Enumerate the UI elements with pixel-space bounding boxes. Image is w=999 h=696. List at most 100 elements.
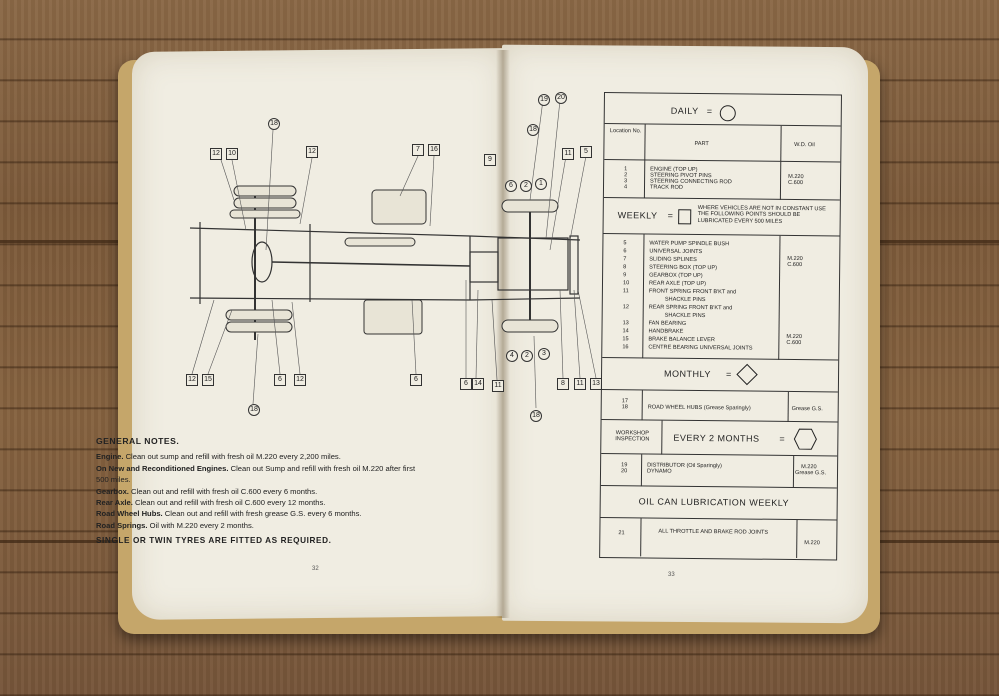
location-number: 11 [622, 288, 629, 295]
callout-label: 9 [484, 154, 496, 166]
location-number: 10 [622, 280, 630, 287]
two-months-section: 19 20 DISTRIBUTOR (Oil Sparingly) DYNAMO… [600, 452, 838, 489]
note-label: Engine. [96, 452, 124, 462]
oil-grade: C.600 [788, 179, 804, 187]
callout-label: 18 [248, 404, 260, 416]
part-name: DYNAMO [646, 468, 672, 475]
note-label: On New and Reconditioned Engines. [96, 463, 229, 473]
part-name: REAR AXLE (TOP UP) [648, 280, 707, 288]
tyres-note: SINGLE OR TWIN TYRES ARE FITTED AS REQUI… [96, 536, 332, 546]
callout-label: 7 [412, 144, 424, 156]
diamond-icon [736, 363, 758, 386]
callout-label: 6 [460, 378, 472, 390]
part-name: HANDBRAKE [648, 328, 684, 335]
part-name: WATER PUMP SPINDLE BUSH [649, 240, 730, 248]
note-label: Rear Axle. [96, 498, 133, 508]
book-gutter [496, 50, 510, 618]
location-number: 5 [623, 240, 627, 247]
part-name: CENTRE BEARING UNIVERSAL JOINTS [648, 344, 753, 352]
callout-label: 16 [428, 144, 440, 156]
wd-oil-header: W.D. Oil [794, 141, 815, 149]
page-number-right: 33 [668, 572, 675, 578]
location-number: 15 [622, 336, 629, 343]
part-name: ALL THROTTLE AND BRAKE ROD JOINTS [658, 528, 769, 536]
callout-label: 18 [530, 410, 542, 422]
callout-label: 14 [472, 378, 484, 390]
callout-label: 2 [520, 180, 532, 192]
monthly-label: MONTHLY [664, 368, 711, 380]
part-name: STEERING BOX (TOP UP) [649, 264, 718, 272]
callout-label: 2 [521, 350, 533, 362]
note-text: Clean out and refill with fresh grease G… [164, 509, 362, 519]
oil-can-section: 21 ALL THROTTLE AND BRAKE ROD JOINTS M.2… [600, 516, 837, 559]
circle-icon [719, 105, 736, 122]
workshop-label: WORKSHOP INSPECTION [615, 430, 650, 443]
open-manual [118, 44, 880, 634]
part-name: GEARBOX (TOP UP) [649, 272, 703, 280]
location-number: 9 [623, 272, 627, 279]
callout-label: 10 [226, 148, 238, 160]
general-notes: GENERAL NOTES. Engine. Clean out sump an… [96, 436, 416, 547]
part-name: FAN BEARING [648, 320, 687, 327]
location-number: 4 [623, 184, 628, 191]
equals-sign: = [725, 369, 732, 380]
hexagon-icon [793, 428, 817, 450]
location-number: 16 [622, 344, 629, 351]
oil-grade: C.600 [786, 339, 802, 347]
callout-label: 6 [274, 374, 286, 386]
callout-label: 19 [538, 94, 550, 106]
part-name: SHACKLE PINS [664, 312, 706, 320]
weekly-header: WEEKLY = WHERE VEHICLES ARE NOT IN CONST… [603, 197, 840, 237]
equals-sign: = [779, 433, 786, 444]
oil-grade: M.220 [804, 540, 820, 547]
callout-label: 1 [535, 178, 547, 190]
chart-header-row: Location No. PART W.D. Oil [604, 123, 841, 163]
callout-label: 6 [505, 180, 517, 192]
monthly-section: 17 18 ROAD WHEEL HUBS (Grease Sparingly)… [601, 388, 838, 423]
daily-label: DAILY [670, 105, 699, 116]
location-number: 21 [618, 530, 625, 537]
location-number: 12 [622, 304, 630, 311]
part-header: PART [694, 140, 709, 148]
page-number-left: 32 [312, 566, 319, 572]
callout-label: 8 [557, 378, 569, 390]
part-name: TRACK ROD [649, 184, 683, 191]
part-name: ROAD WHEEL HUBS (Grease Sparingly) [647, 404, 751, 412]
weekly-label: WEEKLY [617, 210, 658, 221]
callout-label: 18 [268, 118, 280, 130]
notes-title: GENERAL NOTES. [96, 436, 180, 446]
part-name: SHACKLE PINS [664, 296, 706, 304]
callout-label: 5 [580, 146, 592, 158]
callout-label: 12 [210, 148, 222, 160]
callout-label: 20 [555, 92, 567, 104]
callout-label: 11 [574, 378, 586, 390]
equals-sign: = [667, 210, 674, 221]
oil-grade: Grease G.S. [794, 470, 827, 477]
lubrication-chart: DAILY = Location No. PART W.D. Oil 1 2 3… [599, 92, 842, 561]
note-label: Road Springs. [96, 520, 148, 530]
oil-can-label: OIL CAN LUBRICATION WEEKLY [638, 496, 790, 508]
location-number: 18 [621, 404, 628, 411]
callout-label: 12 [294, 374, 306, 386]
callout-label: 4 [506, 350, 518, 362]
oil-grade: C.600 [787, 261, 803, 269]
square-icon [678, 209, 692, 225]
callout-label: 11 [492, 380, 504, 392]
location-number: 8 [623, 264, 627, 271]
oil-grade: Grease G.S. [791, 405, 823, 413]
note-label: Gearbox. [96, 486, 129, 496]
note-text: Clean out Sump and refill with fresh oil… [96, 463, 416, 485]
location-number: 6 [623, 248, 627, 255]
oil-can-header: OIL CAN LUBRICATION WEEKLY [600, 484, 837, 521]
note-text: Oil with M.220 every 2 months. [149, 520, 254, 530]
note-text: Clean out and refill with fresh oil C.60… [131, 486, 318, 496]
part-name: REAR SPRING FRONT B'KT and [648, 304, 733, 312]
callout-label: 12 [306, 146, 318, 158]
monthly-header: MONTHLY = [601, 356, 839, 393]
weekly-note: WHERE VEHICLES ARE NOT IN CONSTANT USE T… [697, 204, 826, 225]
location-number: 14 [622, 328, 629, 335]
equals-sign: = [706, 106, 713, 117]
callout-label: 15 [202, 374, 214, 386]
